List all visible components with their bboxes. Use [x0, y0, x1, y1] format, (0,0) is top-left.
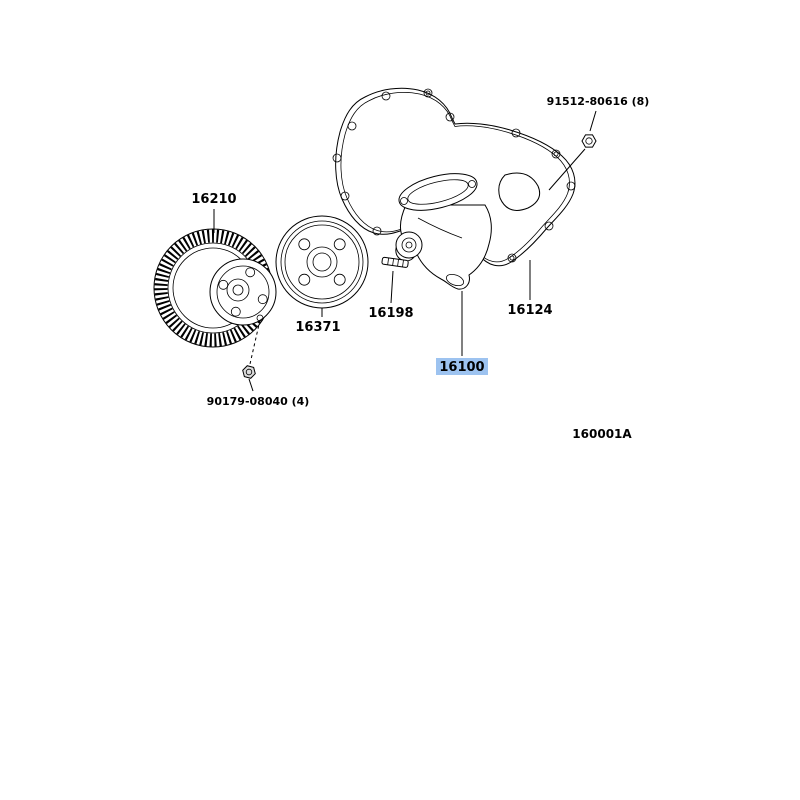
leader-top-nut-label — [589, 110, 597, 132]
pulley-drawing — [275, 215, 369, 309]
gasket-outer-outline — [335, 87, 576, 267]
bottom-nut-hex — [242, 365, 256, 379]
water-pump-drawing — [395, 173, 492, 290]
part-label-gasket[interactable]: 16124 — [507, 303, 552, 318]
water-pump-outlet — [445, 273, 465, 287]
part-label-stud[interactable]: 16198 — [368, 306, 413, 321]
leader-clutch-to-nut — [249, 319, 261, 365]
nut-bottom-drawing — [242, 365, 256, 379]
top-nut-hole — [585, 137, 593, 145]
leader-lines — [213, 110, 597, 392]
leader-nut-to-label — [248, 378, 254, 392]
leader-top-nut-to-gasket — [548, 148, 586, 191]
pulley-outer-rim — [275, 215, 369, 309]
water-pump-rib — [417, 217, 463, 239]
pulley-center-hole — [312, 252, 332, 272]
part-label-bolt-top[interactable]: 91512-80616 (8) — [547, 95, 650, 108]
gasket-drawing — [332, 87, 576, 267]
leader-stud — [390, 270, 394, 304]
water-pump-flange-hole-left — [400, 197, 408, 205]
stud-drawing — [381, 256, 409, 268]
pulley-rim-groove-1 — [280, 220, 364, 304]
fan-clutch-flange-inner — [216, 265, 270, 319]
top-nut-hex — [581, 134, 597, 148]
pulley-bolt-holes — [298, 238, 346, 286]
water-pump-flange — [398, 173, 478, 211]
part-labels: 16210 16371 16198 16100 16124 91512-8061… — [191, 95, 649, 441]
fan-clutch-flange-holes — [218, 267, 268, 317]
figure-code-label: 160001A — [572, 427, 632, 441]
part-label-water-pump-highlighted[interactable]: 16100 — [439, 360, 484, 375]
gasket-opening — [498, 172, 541, 211]
fan-clutch-hub-inner — [232, 284, 244, 296]
water-pump-shaft-hub — [395, 231, 423, 259]
bottom-nut-hole — [245, 368, 253, 376]
fan-clutch-hub-outer — [226, 278, 250, 302]
pulley-rim-groove-2 — [284, 224, 360, 300]
fan-clutch-drawing — [153, 228, 277, 348]
bolt-top-drawing — [581, 134, 597, 148]
pulley-hub-ring — [306, 246, 338, 278]
water-pump-flange-hole-right — [468, 180, 476, 188]
part-label-fan-clutch[interactable]: 16210 — [191, 192, 236, 207]
highlight-box-water-pump — [436, 358, 488, 375]
gasket-bolt-holes — [332, 88, 576, 263]
part-label-nut-bottom[interactable]: 90179-08040 (4) — [207, 395, 310, 408]
part-label-pulley[interactable]: 16371 — [295, 320, 340, 335]
gasket-inner-outline — [340, 92, 570, 263]
